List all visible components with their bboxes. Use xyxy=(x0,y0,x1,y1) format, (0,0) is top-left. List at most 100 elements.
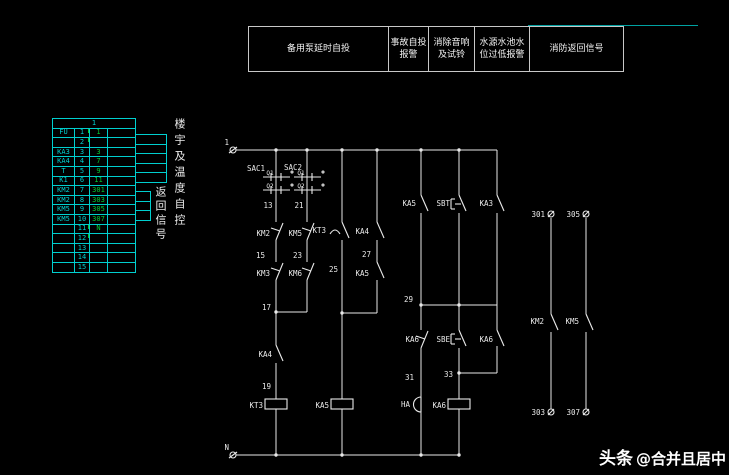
wire-label-25: 25 xyxy=(329,265,338,274)
label-km5-contact: KM5 xyxy=(288,229,302,238)
ka5-no-contact xyxy=(376,261,385,279)
terminal-circle xyxy=(582,210,590,218)
terminal-label-301: 301 xyxy=(531,210,545,219)
bracket-stub xyxy=(135,172,166,173)
kt3-delayed-contact xyxy=(341,221,350,239)
terminal-circle-L xyxy=(229,146,237,154)
label-sbt-button: SBT xyxy=(436,199,450,208)
label-sbe-button: SBE xyxy=(436,335,450,344)
wire-label-29: 29 xyxy=(404,295,413,304)
watermark-handle: @合并且居中 xyxy=(635,450,726,468)
ka6-coil xyxy=(447,398,471,410)
wire-label-27: 27 xyxy=(362,250,371,259)
label-sac1-pos1: Q1 xyxy=(266,170,274,177)
bracket-stub xyxy=(135,153,166,154)
ka6-nc-contact xyxy=(420,330,429,349)
terminal-circle xyxy=(582,408,590,416)
alarm-bell-symbol xyxy=(413,396,422,413)
terminal-label-305: 305 xyxy=(566,210,580,219)
branch-sac1: SAC1 Q1 Q2 13 KM2 15 KM3 17 KA4 19 xyxy=(247,150,307,455)
terminal-label-303: 303 xyxy=(531,408,545,417)
wire-label-17: 17 xyxy=(262,303,271,312)
label-kt3-contact: KT3 xyxy=(312,226,326,235)
label-ka6-contact: KA6 xyxy=(479,335,493,344)
label-ka6-coil: KA6 xyxy=(432,401,446,410)
ka4-no-contact xyxy=(275,344,284,362)
label-ka6-contact: KA6 xyxy=(405,335,419,344)
ka6-no-contact xyxy=(496,329,505,347)
bracket-stub xyxy=(135,144,166,145)
switch-position-mark xyxy=(290,170,294,174)
label-ka4-contact: KA4 xyxy=(355,227,369,236)
wire-label-21: 21 xyxy=(294,201,303,210)
km2-no-contact xyxy=(550,313,559,331)
terminal-label-307: 307 xyxy=(566,408,580,417)
wire-label-19: 19 xyxy=(262,382,271,391)
header-cell-fault-alarm: 事故自投报警 xyxy=(389,27,429,71)
watermark-brand: 头条 xyxy=(598,449,633,469)
bracket-stub xyxy=(135,201,150,202)
branch-ka3-ka6: KA3 KA6 xyxy=(479,150,505,373)
label-ka5-coil: KA5 xyxy=(315,401,329,410)
bracket-stub xyxy=(135,182,166,183)
fire-return-branch-305-307: 305 KM5 307 xyxy=(565,210,594,417)
header-cell-mute-test: 消除音响及试铃 xyxy=(429,27,475,71)
label-km3-contact: KM3 xyxy=(256,269,270,278)
watermark: 头条@合并且居中 xyxy=(599,444,726,469)
terminal-circle xyxy=(547,408,555,416)
bus-top: 1 xyxy=(224,138,497,154)
bracket-stub xyxy=(135,210,150,211)
label-sac1-switch: SAC1 xyxy=(247,164,265,173)
switch-position-mark xyxy=(321,170,325,174)
label-sac2-pos1: Q1 xyxy=(297,170,305,177)
branch-sbt-sbe-ka6coil: SBT SBE 33 KA6 xyxy=(432,150,497,455)
bracket-stub xyxy=(135,163,166,164)
bracket-line xyxy=(150,191,151,221)
kt3-coil xyxy=(264,398,288,410)
ka5-coil xyxy=(330,398,354,410)
accent-line xyxy=(528,25,698,26)
bus-label-1: 1 xyxy=(224,138,229,147)
branch-ka4-ka5: KA4 27 KA5 xyxy=(355,150,385,313)
time-delay-arc xyxy=(329,229,341,235)
label-km2-contact: KM2 xyxy=(530,317,544,326)
header-cell-low-level-alarm: 水源水池水位过低报警 xyxy=(475,27,530,71)
branch-kt3-ka5coil: KT3 25 KA5 xyxy=(312,150,377,455)
label-sac1-pos2: Q2 xyxy=(266,183,274,190)
km5-no-contact xyxy=(585,313,594,331)
jumper-mark xyxy=(85,224,89,229)
label-ka4-contact: KA4 xyxy=(258,350,272,359)
header-cell-fire-return: 消防返回信号 xyxy=(549,43,604,54)
wire-label-23: 23 xyxy=(293,251,302,260)
label-bell: HA xyxy=(401,400,411,409)
branch-ka5-bell: KA5 29 KA6 31 HA xyxy=(401,150,497,455)
ka3-no-contact xyxy=(496,194,505,212)
wire-label-33: 33 xyxy=(444,370,453,379)
label-ka5-contact: KA5 xyxy=(355,269,369,278)
function-header-table: 备用泵延时自投 事故自投报警 消除音响及试铃 水源水池水位过低报警 消防返回信号 xyxy=(248,26,624,72)
label-km5-contact: KM5 xyxy=(565,317,579,326)
sbe-pushbutton-contact xyxy=(458,329,467,347)
label-ka5-contact: KA5 xyxy=(402,199,416,208)
label-sac2-switch: SAC2 xyxy=(284,163,302,172)
km3-nc-contact xyxy=(275,262,284,281)
ka4-no-contact xyxy=(376,221,385,239)
jumper-mark xyxy=(85,138,89,143)
bracket-stub xyxy=(135,191,150,192)
sbt-pushbutton-contact xyxy=(458,194,467,212)
label-ka3-contact: KA3 xyxy=(479,199,493,208)
branch-sac2: SAC2 Q1 Q2 21 KM5 23 KM6 xyxy=(284,150,325,312)
bracket-stub xyxy=(135,220,150,221)
bracket-stub xyxy=(135,134,166,135)
wire-label-31: 31 xyxy=(405,373,414,382)
terminal-circle xyxy=(547,210,555,218)
bracket-line xyxy=(166,134,167,183)
caption-building-automation: 楼宇及温度自控 xyxy=(173,118,186,230)
label-kt3-coil: KT3 xyxy=(249,401,263,410)
terminal-circle-N xyxy=(229,451,237,459)
fire-return-branch-301-303: 301 KM2 303 xyxy=(530,210,559,417)
